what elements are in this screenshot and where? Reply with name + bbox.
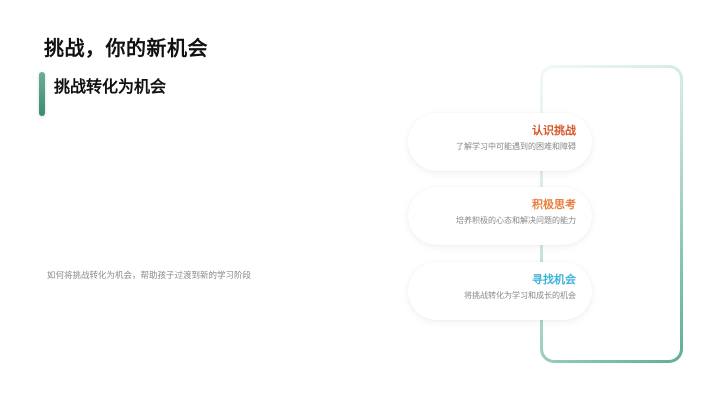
description-text: 如何将挑战转化为机会，帮助孩子过渡到新的学习阶段 [47,271,252,281]
card-recognize-challenge: 认识挑战 了解学习中可能遇到的困难和障碍 [408,113,592,171]
card-title: 认识挑战 [532,124,576,137]
card-text: 培养积极的心态和解决问题的能力 [456,216,576,225]
section-subtitle: 挑战转化为机会 [54,77,167,96]
page-title: 挑战，你的新机会 [44,36,208,60]
card-title: 积极思考 [532,198,576,211]
card-positive-thinking: 积极思考 培养积极的心态和解决问题的能力 [408,187,592,245]
accent-bar [39,72,45,116]
card-text: 将挑战转化为学习和成长的机会 [464,291,576,300]
card-text: 了解学习中可能遇到的困难和障碍 [456,142,576,151]
card-find-opportunity: 寻找机会 将挑战转化为学习和成长的机会 [408,262,592,320]
card-title: 寻找机会 [532,273,576,286]
